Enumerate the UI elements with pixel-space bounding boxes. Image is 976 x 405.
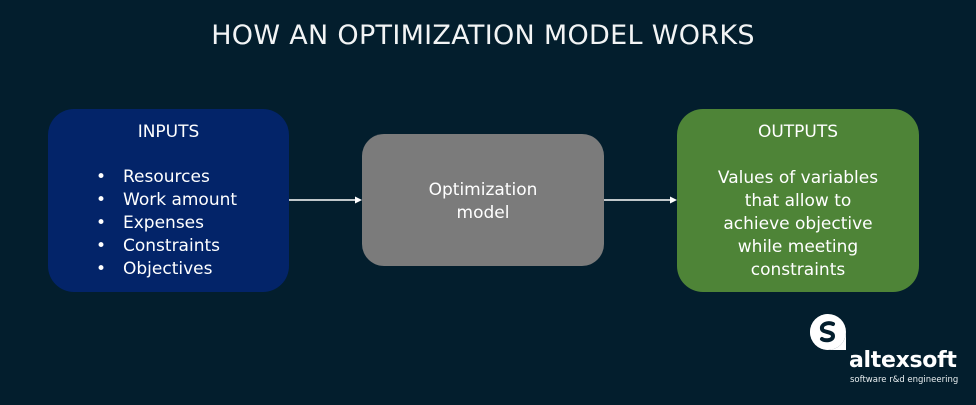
model-label-line: Optimization — [428, 180, 538, 200]
altexsoft-logo: altexsoft software r&d engineering — [808, 312, 968, 392]
diagram-title: HOW AN OPTIMIZATION MODEL WORKS — [211, 20, 755, 51]
input-item-label: Resources — [123, 167, 210, 187]
input-item-label: Objectives — [123, 259, 213, 279]
bullet: • — [96, 213, 107, 233]
outputs-description: Values of variables that allow to achiev… — [677, 167, 919, 282]
outputs-line: constraints — [750, 260, 846, 280]
outputs-line: that allow to — [744, 191, 852, 211]
list-item: • Work amount — [96, 189, 237, 212]
outputs-line: Values of variables — [717, 168, 879, 188]
inputs-heading: INPUTS — [137, 122, 200, 142]
input-item-label: Work amount — [123, 190, 238, 210]
outputs-line: while meeting — [737, 237, 859, 257]
model-label: Optimization model — [362, 179, 604, 225]
list-item: • Constraints — [96, 235, 237, 258]
arrow-model-to-outputs — [604, 196, 677, 204]
input-item-label: Expenses — [123, 213, 204, 233]
list-item: • Objectives — [96, 258, 237, 281]
model-label-line: model — [456, 203, 510, 223]
bullet: • — [96, 167, 107, 187]
model-box: Optimization model — [362, 134, 604, 266]
inputs-list: • Resources • Work amount • Expenses • Const… — [96, 166, 237, 281]
list-item: • Resources — [96, 166, 237, 189]
inputs-box: INPUTS • Resources • Work amount • Expenses… — [48, 109, 289, 292]
bullet: • — [96, 259, 107, 279]
bullet: • — [96, 236, 107, 256]
logo-tagline: software r&d engineering — [850, 375, 959, 385]
bullet: • — [96, 190, 107, 210]
input-item-label: Constraints — [123, 236, 220, 256]
outputs-line: achieve objective — [723, 214, 873, 234]
logo-name: altexsoft — [849, 348, 957, 373]
outputs-box: OUTPUTS Values of variables that allow t… — [677, 109, 919, 292]
outputs-heading: OUTPUTS — [757, 122, 839, 142]
list-item: • Expenses — [96, 212, 237, 235]
arrow-inputs-to-model — [289, 196, 362, 204]
altexsoft-logo-icon — [810, 314, 846, 350]
